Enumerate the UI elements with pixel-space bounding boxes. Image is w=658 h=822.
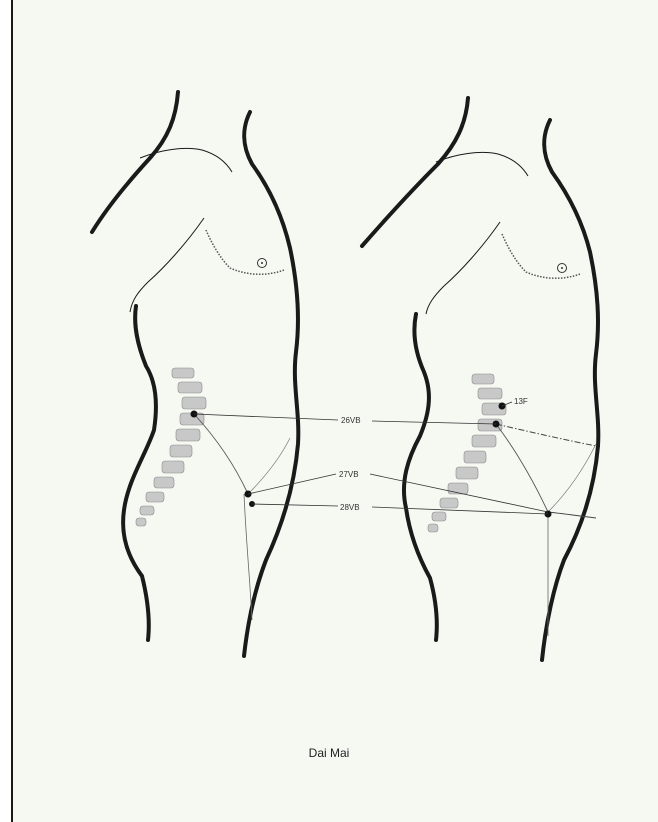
label-27vb: 27VB — [339, 470, 359, 479]
right-shoulder-line — [436, 152, 528, 176]
right-back-outline — [362, 98, 468, 640]
left-belt-upper — [194, 414, 248, 494]
right-belt-dashed — [496, 424, 596, 446]
right-torso-figure — [362, 98, 598, 660]
left-arm-line — [130, 218, 204, 312]
label-26vb: 26VB — [341, 416, 361, 425]
right-belt-lower — [548, 512, 596, 518]
right-arm-line — [426, 222, 500, 314]
left-leg-line — [244, 494, 252, 620]
right-front-outline — [542, 120, 598, 660]
right-chest-line — [502, 234, 580, 278]
label-13f: 13F — [514, 397, 528, 406]
left-back-outline — [92, 92, 178, 640]
left-torso-figure — [92, 92, 298, 656]
left-chest-line — [206, 230, 284, 274]
right-spine — [428, 374, 506, 532]
left-front-outline — [244, 112, 298, 656]
diagram-caption: Dai Mai — [0, 746, 658, 760]
label-28vb: 28VB — [340, 503, 360, 512]
right-belt-upper — [496, 424, 548, 512]
